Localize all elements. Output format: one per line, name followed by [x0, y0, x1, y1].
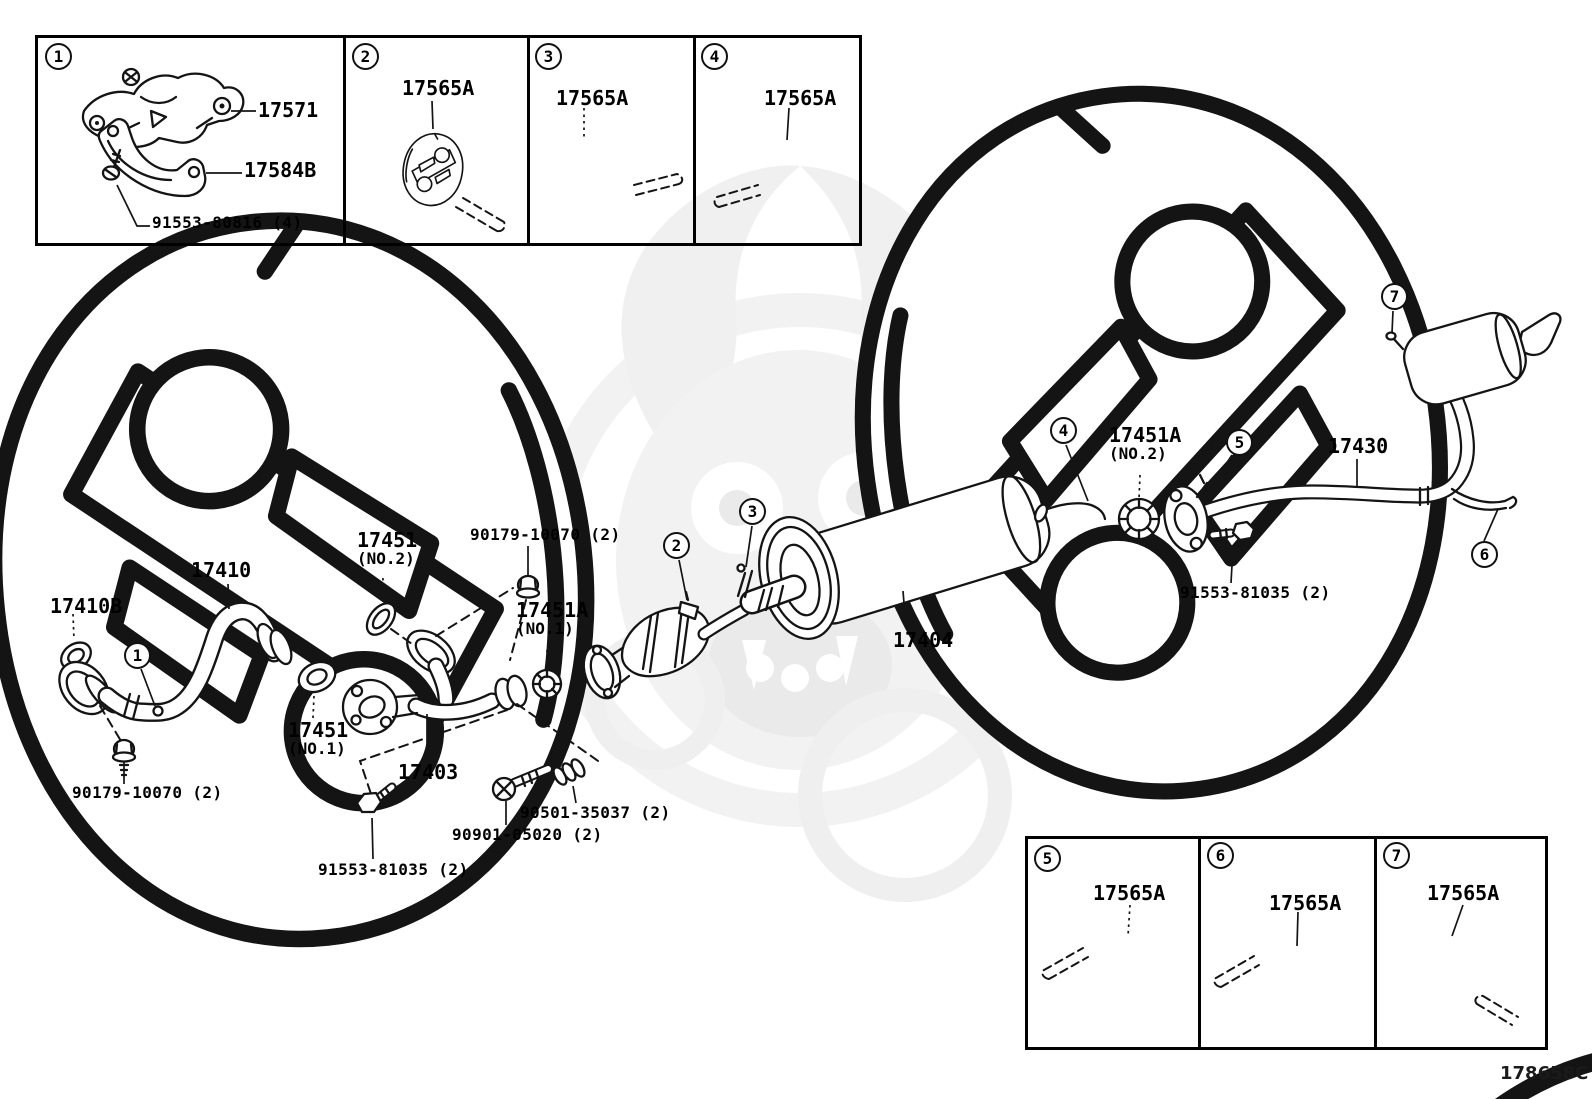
- catalytic-converter-drawing: [582, 603, 751, 700]
- panel-marker-3: 3: [535, 43, 562, 70]
- callout-90179-center: 90179-10070 (2): [470, 525, 621, 544]
- callout-17565A-box6: 17565A: [1269, 891, 1342, 915]
- callout-17565A-box2: 17565A: [402, 76, 475, 100]
- center-muffler-17404-drawing: [677, 474, 1107, 641]
- gasket-17451a-no1-drawing: [531, 668, 563, 700]
- callout-90501: 90501-35037 (2): [520, 803, 671, 822]
- part-number: 17451A: [516, 598, 589, 622]
- diagram-marker-5: 5: [1226, 429, 1253, 456]
- tail-flange-drawing: [1163, 485, 1209, 553]
- callout-91553-tail: 91553-81035 (2): [1180, 583, 1331, 602]
- panel-marker-2: 2: [352, 43, 379, 70]
- callout-17451-no2: 17451 (NO.2): [357, 530, 417, 568]
- clamp-17584B-drawing: [97, 118, 207, 198]
- grid-divider: [1198, 839, 1201, 1047]
- panel-marker-7: 7: [1383, 842, 1410, 869]
- panel-marker-4: 4: [701, 43, 728, 70]
- callout-91553-80816: 91553-80816 (4): [152, 213, 303, 232]
- leader-lines: [72, 100, 1499, 947]
- diagram-marker-6: 6: [1471, 541, 1498, 568]
- callout-17565A-box4: 17565A: [764, 86, 837, 110]
- assembly-dash-lines: [99, 587, 602, 795]
- callout-17404: 17404: [893, 628, 954, 652]
- grid-divider: [343, 38, 346, 243]
- screw-91553-80816-drawing: [101, 148, 122, 181]
- gasket-17451-no2-drawing: [365, 602, 397, 636]
- bolt-91553-tail-drawing: [1208, 520, 1256, 542]
- callout-17565A-box3: 17565A: [556, 86, 629, 110]
- callout-17403: 17403: [398, 760, 459, 784]
- panel-marker-5: 5: [1034, 845, 1061, 872]
- diagram-marker-7: 7: [1381, 283, 1408, 310]
- panel-marker-1: 1: [45, 43, 72, 70]
- grid-divider: [693, 38, 696, 243]
- part-number: 17451: [288, 718, 349, 742]
- front-pipe-17410-drawing: [58, 601, 293, 777]
- part-note: (NO.1): [516, 619, 574, 638]
- part-note: (NO.2): [357, 549, 415, 568]
- bottom-detail-grid: [1025, 836, 1548, 1050]
- callout-17430: 17430: [1328, 434, 1389, 458]
- part-note: (NO.2): [1109, 444, 1167, 463]
- callout-90179-front: 90179-10070 (2): [72, 783, 223, 802]
- fasteners-drawing: [355, 574, 586, 814]
- callout-17451-no1: 17451 (NO.1): [288, 720, 348, 758]
- callout-17410B: 17410B: [50, 594, 123, 618]
- spring-90501-drawing: [552, 758, 586, 786]
- callout-91553-center: 91553-81035 (2): [318, 860, 469, 879]
- callout-17584B: 17584B: [244, 158, 317, 182]
- grid-divider: [527, 38, 530, 243]
- nut-90179-front-drawing: [111, 738, 137, 777]
- diagram-code: 178658C: [1500, 1063, 1589, 1084]
- diagram-marker-1: 1: [124, 642, 151, 669]
- callout-17565A-box7: 17565A: [1427, 881, 1500, 905]
- grid-divider: [1374, 839, 1377, 1047]
- callout-17571: 17571: [258, 98, 319, 122]
- callout-17565A-box5: 17565A: [1093, 881, 1166, 905]
- gasket-17451-no1-drawing: [297, 660, 337, 694]
- gasket-17451a-no2-drawing: [1117, 497, 1161, 541]
- tail-pipe-17430-drawing: [1117, 311, 1562, 553]
- rear-muffler-drawing: [1385, 311, 1562, 406]
- callout-17410: 17410: [191, 558, 252, 582]
- callout-17451A-no2: 17451A (NO.2): [1109, 425, 1181, 463]
- part-number: 17451: [357, 528, 418, 552]
- panel-marker-6: 6: [1207, 842, 1234, 869]
- top-detail-grid: [35, 35, 862, 246]
- hanger-rod-pins: [455, 173, 1519, 1026]
- nut-90179-center-drawing: [515, 574, 541, 599]
- part-number: 17451A: [1109, 423, 1182, 447]
- diagram-marker-4: 4: [1050, 417, 1077, 444]
- bolt-91553-center-drawing: [355, 782, 397, 814]
- bolt-90901-drawing: [491, 764, 553, 802]
- diagram-marker-3: 3: [739, 498, 766, 525]
- part-note: (NO.1): [288, 739, 346, 758]
- callout-17451A-no1: 17451A (NO.1): [516, 600, 588, 638]
- diagram-marker-2: 2: [663, 532, 690, 559]
- callout-90901: 90901-05020 (2): [452, 825, 603, 844]
